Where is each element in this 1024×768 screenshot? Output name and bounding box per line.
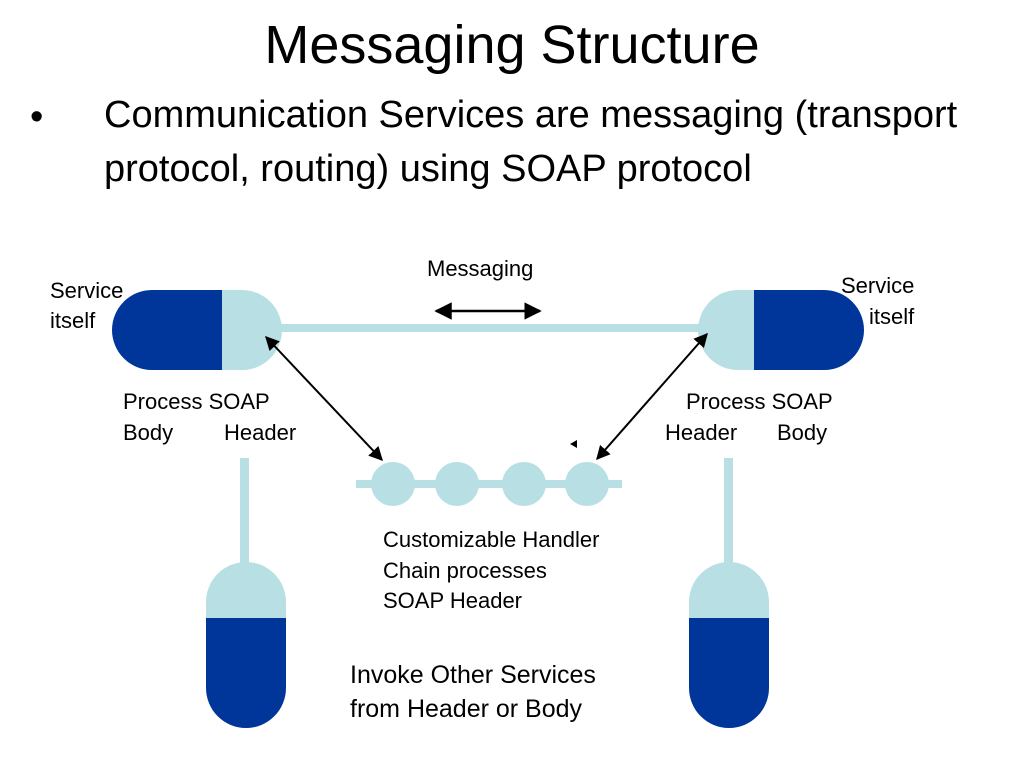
bullet-text: Communication Services are messaging (tr… (104, 94, 958, 190)
right-service-capsule (698, 290, 864, 370)
messaging-label: Messaging (427, 256, 534, 281)
right-service-label-line2: itself (869, 304, 915, 329)
handler-chain-label-line2: Chain processes (383, 558, 547, 583)
right-process-soap-label: Process SOAP (686, 389, 833, 414)
handler-node (502, 462, 546, 506)
invoke-label-line1: Invoke Other Services (350, 661, 596, 689)
bottom-right-body-segment (689, 618, 769, 728)
left-service-body-segment (112, 290, 222, 370)
small-arrowhead (570, 440, 577, 448)
bottom-right-header-segment (689, 562, 769, 618)
left-header-handler-arrow (265, 335, 383, 462)
left-process-soap-label: Process SOAP (123, 389, 270, 414)
handler-chain-label-line3: SOAP Header (383, 588, 523, 613)
left-process-header-label: Header (224, 420, 297, 445)
left-process-body-label: Body (123, 420, 174, 445)
slide-title: Messaging Structure (264, 15, 760, 75)
handler-node (435, 462, 479, 506)
handler-node (371, 462, 415, 506)
right-vertical-connector (724, 458, 733, 564)
left-service-capsule (112, 290, 282, 370)
handler-chain (356, 462, 622, 506)
invoke-label-line2: from Header or Body (350, 695, 583, 723)
handler-node (565, 462, 609, 506)
bottom-left-service-capsule (206, 562, 286, 728)
right-process-body-label: Body (777, 420, 828, 445)
left-service-label-line2: itself (50, 308, 96, 333)
right-service-header-segment (698, 290, 754, 370)
messaging-line (270, 324, 710, 332)
left-service-header-segment (222, 290, 282, 370)
bottom-left-header-segment (206, 562, 286, 618)
bullet-marker: • (30, 96, 44, 138)
handler-chain-line (356, 480, 622, 488)
right-service-body-segment (754, 290, 864, 370)
right-process-header-label: Header (665, 420, 738, 445)
left-service-label-line1: Service (50, 278, 124, 303)
handler-chain-label-line1: Customizable Handler (383, 527, 600, 552)
left-vertical-connector (240, 458, 249, 564)
right-service-label-line1: Service (841, 273, 915, 298)
bottom-right-service-capsule (689, 562, 769, 728)
bottom-left-body-segment (206, 618, 286, 728)
right-header-handler-arrow (596, 332, 708, 461)
